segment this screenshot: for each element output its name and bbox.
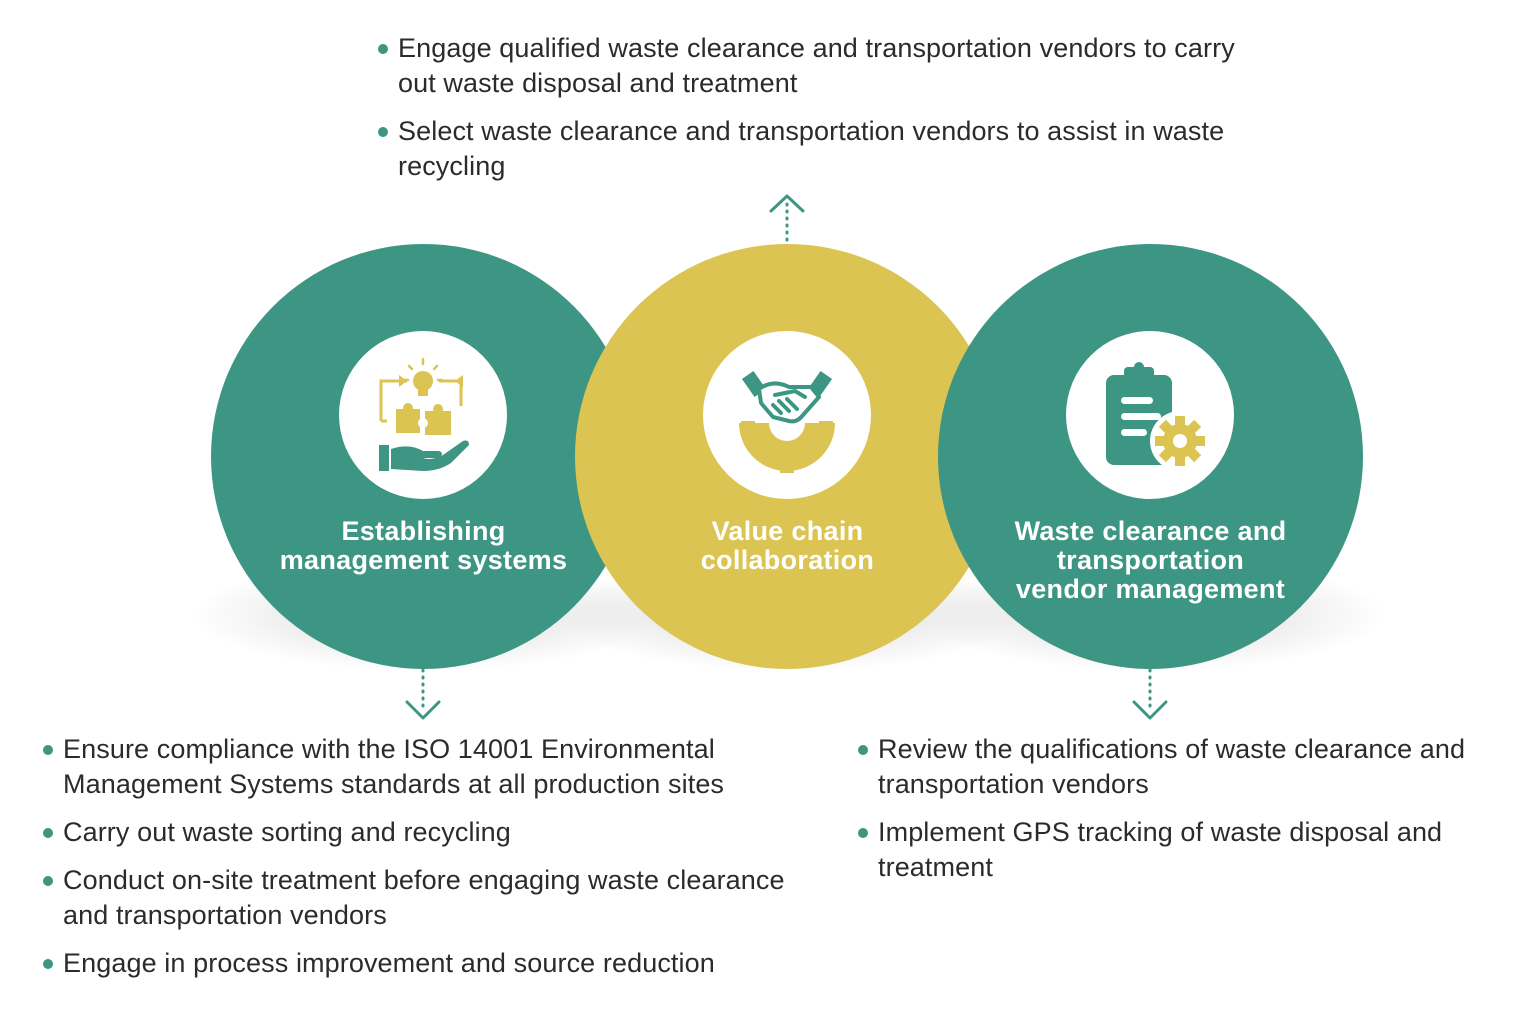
bullet-dot xyxy=(858,745,868,755)
list-item: Select waste clearance and transportatio… xyxy=(378,114,1238,184)
list-item: Carry out waste sorting and recycling xyxy=(43,815,833,850)
list-item-text: Conduct on-site treatment before engagin… xyxy=(63,865,785,930)
management-actions-list: Ensure compliance with the ISO 14001 Env… xyxy=(43,732,833,994)
collaboration-icon-disc xyxy=(703,331,871,499)
list-item-text: Select waste clearance and transportatio… xyxy=(398,116,1225,181)
vendor-icon-disc xyxy=(1066,331,1234,499)
bullet-dot xyxy=(378,127,388,137)
bullet-dot xyxy=(43,745,53,755)
management-label: Establishing management systems xyxy=(279,516,568,575)
list-item-text: Engage in process improvement and source… xyxy=(63,948,715,978)
list-item: Ensure compliance with the ISO 14001 Env… xyxy=(43,732,833,802)
bullet-dot xyxy=(43,828,53,838)
list-item-text: Carry out waste sorting and recycling xyxy=(63,817,511,847)
list-item: Conduct on-site treatment before engagin… xyxy=(43,863,833,933)
bullet-dot xyxy=(43,876,53,886)
bullet-dot xyxy=(858,828,868,838)
clipboard-gear-icon xyxy=(1106,362,1210,471)
down-arrow-icon xyxy=(1132,668,1168,720)
list-item-text: Engage qualified waste clearance and tra… xyxy=(398,33,1235,98)
list-item-text: Review the qualifications of waste clear… xyxy=(878,734,1466,799)
vendor-label: Waste clearance and transportation vendo… xyxy=(1014,516,1287,604)
handshake-gear-icon xyxy=(739,370,835,473)
bullet-dot xyxy=(43,959,53,969)
list-item-text: Ensure compliance with the ISO 14001 Env… xyxy=(63,734,725,799)
bullet-dot xyxy=(378,44,388,54)
down-arrow-icon xyxy=(405,668,441,720)
list-item: Review the qualifications of waste clear… xyxy=(858,732,1478,802)
collaboration-actions-list: Engage qualified waste clearance and tra… xyxy=(378,31,1238,197)
up-arrow-icon xyxy=(769,194,805,244)
management-icon-disc xyxy=(339,331,507,499)
lightbulb-puzzle-hand-icon xyxy=(379,357,469,471)
list-item: Implement GPS tracking of waste disposal… xyxy=(858,815,1478,885)
vendor-actions-list: Review the qualifications of waste clear… xyxy=(858,732,1478,898)
list-item: Engage qualified waste clearance and tra… xyxy=(378,31,1238,101)
list-item-text: Implement GPS tracking of waste disposal… xyxy=(878,817,1443,882)
collaboration-label: Value chain collaboration xyxy=(700,516,875,575)
list-item: Engage in process improvement and source… xyxy=(43,946,833,981)
